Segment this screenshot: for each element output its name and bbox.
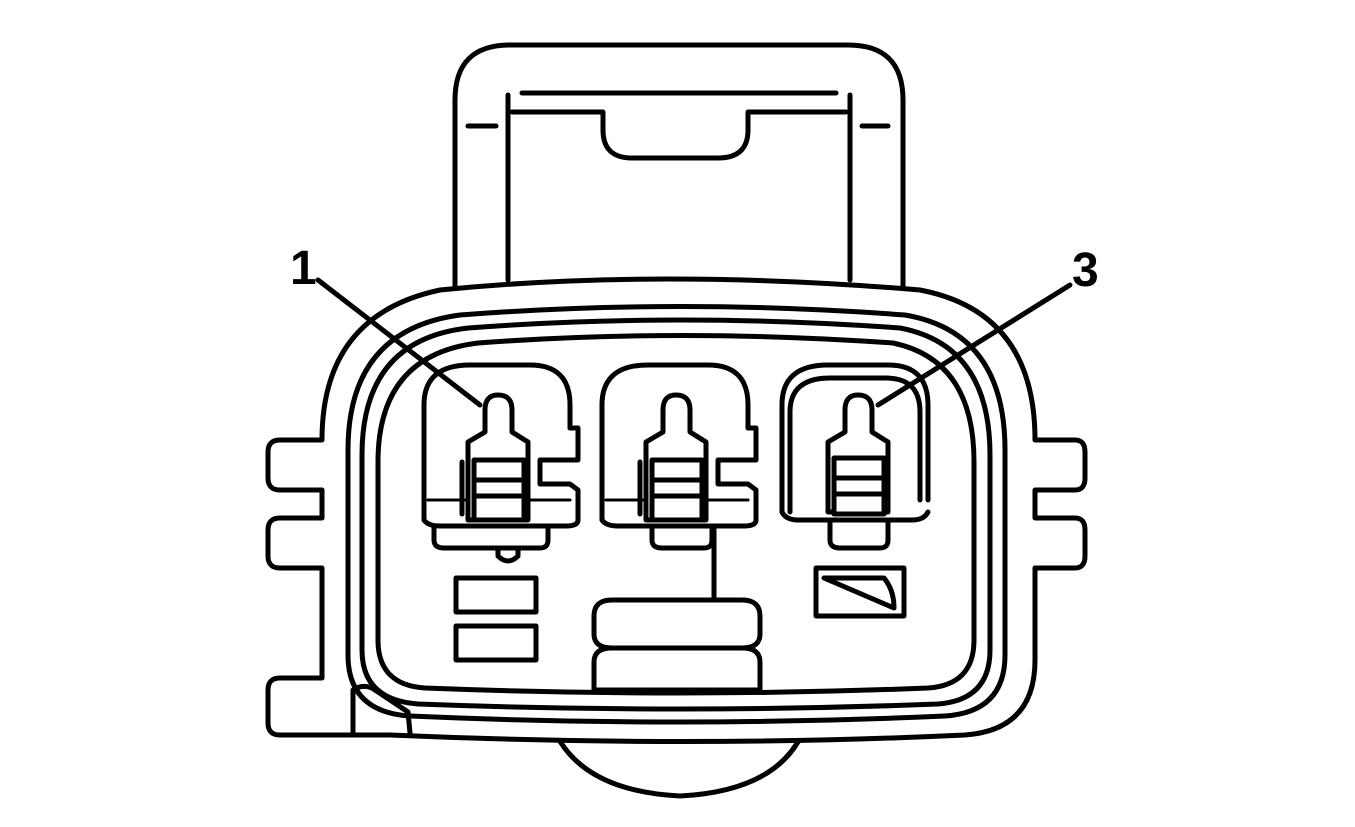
cavity-wall [375,333,977,696]
terminal-cavity-2 [599,362,759,603]
leader-line-3 [875,282,1073,408]
outer-seal-ring [345,304,1008,725]
terminal-cavity-1 [421,362,581,564]
callout-label-1: 1 [290,242,317,295]
inner-seal-ring [359,317,993,712]
terminal-cavity-3 [779,362,931,551]
coding-key-lower [453,623,539,663]
locking-tab-details [465,90,891,283]
coding-key-upper [453,575,539,615]
callout-label-3: 3 [1072,244,1099,297]
leader-line-1 [315,277,483,408]
center-latch [591,597,763,693]
locking-tab [452,42,906,303]
position-indicator [813,565,907,619]
